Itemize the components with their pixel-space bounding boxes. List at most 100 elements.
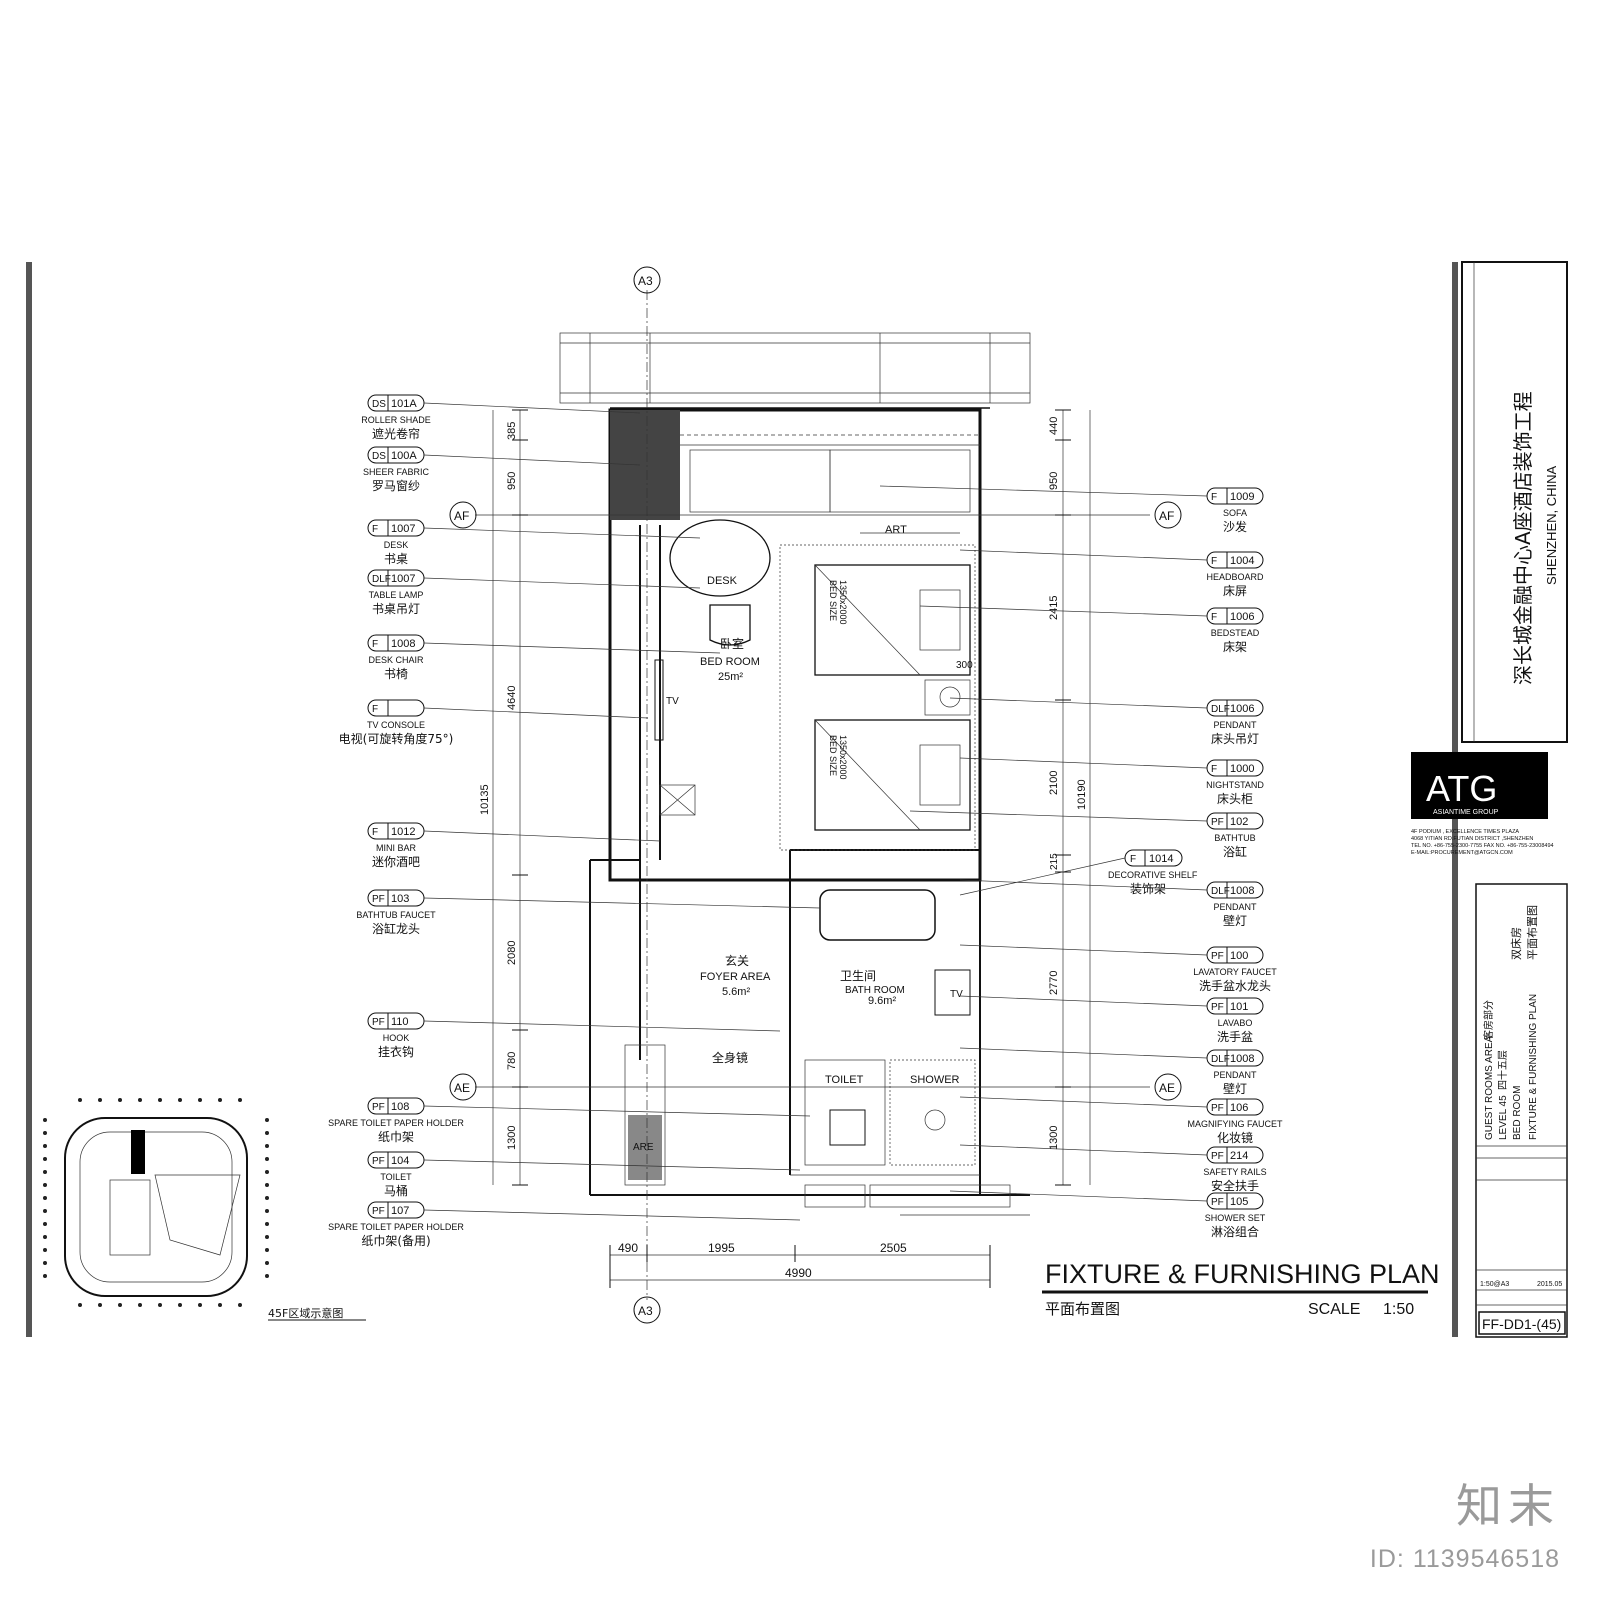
left-leader-1 [423, 454, 641, 466]
svg-text:纸巾架(备用): 纸巾架(备用) [361, 1234, 430, 1248]
keyplan-marker-36 [178, 1098, 182, 1102]
address-line-4: E-MAIL:PROCUREMENT@ATGCN.COM [1411, 850, 1513, 856]
svg-text:BEDSTEAD: BEDSTEAD [1211, 628, 1260, 638]
svg-text:BATHTUB FAUCET: BATHTUB FAUCET [356, 910, 436, 920]
dims-left [492, 409, 528, 1186]
svg-text:PF: PF [372, 1102, 385, 1113]
svg-text:1006: 1006 [1230, 611, 1254, 623]
dim-490: 490 [618, 1241, 638, 1255]
grid-af-right [1154, 501, 1182, 529]
svg-text:F: F [372, 827, 378, 838]
svg-text:F: F [372, 524, 378, 535]
dim-10135: 10135 [479, 784, 491, 815]
svg-text:PF: PF [1211, 1197, 1224, 1208]
right-leader-1 [959, 549, 1208, 561]
svg-text:DLF: DLF [1211, 1054, 1230, 1065]
left-leader-5 [423, 707, 649, 719]
svg-text:NIGHTSTAND: NIGHTSTAND [1206, 780, 1264, 790]
svg-text:沙发: 沙发 [1223, 519, 1247, 534]
svg-text:108: 108 [391, 1101, 409, 1113]
keyplan-marker-26 [78, 1098, 82, 1102]
keyplan-marker-12 [43, 1196, 47, 1200]
bedroom-area-label: 25m² [718, 671, 743, 683]
svg-text:MINI BAR: MINI BAR [376, 843, 417, 853]
grid-a3-bottom [633, 1296, 661, 1324]
keyplan-marker-38 [198, 1098, 202, 1102]
svg-text:SHOWER SET: SHOWER SET [1205, 1213, 1266, 1223]
dims-bottom [609, 1245, 991, 1288]
svg-text:壁灯: 壁灯 [1223, 913, 1247, 928]
keyplan-marker-39 [198, 1303, 202, 1307]
dim-780: 780 [506, 1052, 518, 1070]
svg-text:PENDANT: PENDANT [1213, 720, 1257, 730]
dim-2415: 2415 [1048, 596, 1060, 620]
atg-logo: ATG [1426, 768, 1497, 809]
watermark-brand: 知末 [1456, 1479, 1560, 1533]
svg-text:淋浴组合: 淋浴组合 [1211, 1224, 1259, 1239]
dim-2770: 2770 [1048, 971, 1060, 995]
dim-215: 215 [1049, 853, 1060, 870]
svg-text:DS: DS [372, 451, 386, 462]
svg-text:挂衣钩: 挂衣钩 [378, 1044, 414, 1059]
svg-text:PF: PF [1211, 1103, 1224, 1114]
dim-10190: 10190 [1076, 779, 1088, 810]
svg-text:LAVABO: LAVABO [1218, 1018, 1253, 1028]
svg-text:SOFA: SOFA [1223, 508, 1247, 518]
shower-room [889, 1059, 976, 1166]
left-leader-6 [423, 830, 661, 842]
grid-ae-left-label: AE [454, 1081, 470, 1095]
bed2-size-label: BED SIZE [828, 735, 838, 776]
keyplan-marker-35 [158, 1303, 162, 1307]
dim-2100: 2100 [1048, 771, 1060, 795]
svg-text:迷你酒吧: 迷你酒吧 [372, 855, 420, 869]
keyplan-marker-43 [238, 1303, 242, 1307]
tb-drawing-no: FF-DD1-(45) [1482, 1316, 1561, 1332]
svg-text:LAVATORY FAUCET: LAVATORY FAUCET [1193, 967, 1277, 977]
svg-text:102: 102 [1230, 816, 1248, 828]
left-leader-0 [423, 402, 641, 414]
tb-date: 2015.05 [1537, 1281, 1562, 1288]
svg-text:壁灯: 壁灯 [1223, 1081, 1247, 1096]
svg-text:PF: PF [372, 1156, 385, 1167]
svg-text:1007: 1007 [391, 573, 415, 585]
svg-text:F: F [1130, 854, 1136, 865]
svg-text:100A: 100A [391, 450, 417, 462]
art-label: ART [885, 524, 907, 536]
project-name-cn: 深长城金融中心A座酒店装饰工程 [1511, 391, 1535, 685]
project-location: SHENZHEN, CHINA [1544, 465, 1559, 585]
svg-text:洗手盆水龙头: 洗手盆水龙头 [1199, 979, 1271, 993]
address-line-2: 4068 YITIAN RD.FUTIAN DISTRICT ,SHENZHEN [1411, 836, 1533, 842]
tv-label: TV [666, 696, 679, 707]
right-leader-10 [959, 1096, 1208, 1108]
right-leader-6 [959, 879, 1208, 891]
scale-label: SCALE [1308, 1301, 1360, 1318]
dims-right [1055, 409, 1091, 1186]
svg-text:DECORATIVE SHELF: DECORATIVE SHELF [1108, 870, 1198, 880]
keyplan-marker-11 [265, 1183, 269, 1187]
dim-4640: 4640 [506, 686, 518, 710]
watermark-id: ID: 1139546518 [1369, 1545, 1560, 1573]
bath-area-label: 9.6m² [868, 995, 896, 1007]
svg-text:PF: PF [372, 1206, 385, 1217]
foyer-cn-label: 玄关 [725, 953, 749, 968]
svg-text:罗马窗纱: 罗马窗纱 [372, 479, 420, 493]
svg-text:1008: 1008 [1230, 885, 1254, 897]
key-plan-grid-markers [43, 1098, 269, 1307]
keyplan-marker-34 [158, 1098, 162, 1102]
grid-a3-top [633, 266, 661, 294]
bath-en-label: BATH ROOM [845, 985, 905, 996]
dim-1300-right: 1300 [1048, 1126, 1060, 1150]
facade-window [559, 332, 1031, 409]
keyplan-marker-18 [43, 1235, 47, 1239]
left-leader-2 [423, 527, 701, 539]
keyplan-marker-29 [98, 1303, 102, 1307]
shower-label: SHOWER [910, 1074, 960, 1086]
svg-text:100: 100 [1230, 950, 1248, 962]
tb-room-en: BED ROOM [1512, 1086, 1523, 1140]
